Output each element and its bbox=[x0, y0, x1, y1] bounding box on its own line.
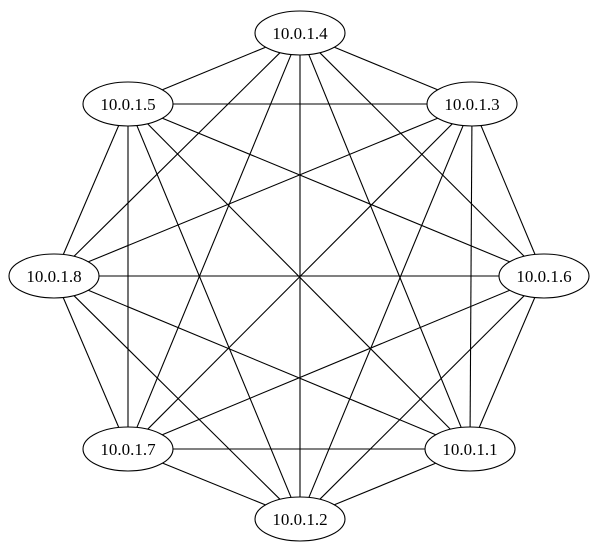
edge-10-0-1-6-to-10-0-1-2 bbox=[319, 295, 525, 500]
node-label: 10.0.1.8 bbox=[26, 267, 81, 286]
node-10-0-1-7[interactable]: 10.0.1.7 bbox=[82, 426, 174, 472]
node-10-0-1-1[interactable]: 10.0.1.1 bbox=[424, 426, 516, 472]
node-ellipse bbox=[82, 426, 174, 472]
node-ellipse bbox=[254, 496, 346, 542]
edge-10-0-1-5-to-10-0-1-6 bbox=[162, 117, 510, 263]
node-label: 10.0.1.3 bbox=[444, 95, 499, 114]
edge-10-0-1-4-to-10-0-1-1 bbox=[308, 54, 462, 428]
edge-10-0-1-4-to-10-0-1-8 bbox=[73, 52, 281, 257]
node-10-0-1-3[interactable]: 10.0.1.3 bbox=[426, 81, 518, 127]
node-ellipse bbox=[82, 81, 174, 127]
edge-10-0-1-8-to-10-0-1-1 bbox=[88, 289, 436, 436]
node-10-0-1-5[interactable]: 10.0.1.5 bbox=[82, 81, 174, 127]
node-ellipse bbox=[498, 253, 590, 299]
nodes-layer: 10.0.1.4 10.0.1.5 10.0.1.3 10.0.1.8 10.0… bbox=[8, 10, 590, 542]
node-ellipse bbox=[8, 253, 100, 299]
edge-10-0-1-3-to-10-0-1-8 bbox=[88, 117, 438, 263]
node-label: 10.0.1.1 bbox=[442, 440, 497, 459]
node-10-0-1-4[interactable]: 10.0.1.4 bbox=[254, 10, 346, 56]
edge-10-0-1-8-to-10-0-1-7 bbox=[62, 297, 120, 428]
edge-10-0-1-5-to-10-0-1-2 bbox=[136, 125, 292, 498]
node-10-0-1-6[interactable]: 10.0.1.6 bbox=[498, 253, 590, 299]
node-ellipse bbox=[254, 10, 346, 56]
node-label: 10.0.1.7 bbox=[100, 440, 156, 459]
node-ellipse bbox=[426, 81, 518, 127]
edge-10-0-1-1-to-10-0-1-2 bbox=[334, 462, 436, 506]
edge-10-0-1-8-to-10-0-1-2 bbox=[73, 295, 281, 500]
edge-10-0-1-5-to-10-0-1-8 bbox=[62, 125, 120, 255]
edge-10-0-1-4-to-10-0-1-5 bbox=[162, 46, 266, 91]
edge-10-0-1-3-to-10-0-1-6 bbox=[480, 125, 536, 255]
edge-10-0-1-4-to-10-0-1-3 bbox=[334, 46, 438, 91]
node-label: 10.0.1.6 bbox=[516, 267, 571, 286]
node-10-0-1-2[interactable]: 10.0.1.2 bbox=[254, 496, 346, 542]
node-label: 10.0.1.4 bbox=[272, 24, 328, 43]
edge-10-0-1-3-to-10-0-1-2 bbox=[308, 125, 464, 498]
edge-10-0-1-4-to-10-0-1-7 bbox=[136, 54, 292, 428]
node-label: 10.0.1.5 bbox=[100, 95, 155, 114]
edges-layer bbox=[62, 46, 536, 506]
node-10-0-1-8[interactable]: 10.0.1.8 bbox=[8, 253, 100, 299]
node-ellipse bbox=[424, 426, 516, 472]
edge-10-0-1-6-to-10-0-1-7 bbox=[162, 289, 510, 436]
node-label: 10.0.1.2 bbox=[272, 510, 327, 529]
edge-10-0-1-7-to-10-0-1-2 bbox=[162, 462, 266, 506]
edge-10-0-1-6-to-10-0-1-1 bbox=[478, 297, 536, 428]
